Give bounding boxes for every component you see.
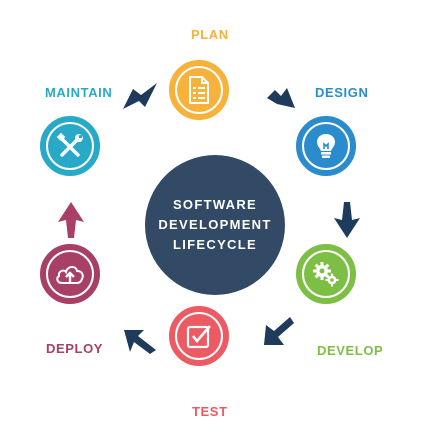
test-node <box>169 306 229 366</box>
center-title-line-1: SOFTWARE <box>172 197 258 212</box>
tools-icon <box>56 132 83 157</box>
center-title-circle: SOFTWARE DEVELOPMENT LIFECYCLE <box>145 155 285 295</box>
maintain-label: MAINTAIN <box>45 85 113 100</box>
deploy-inner-circle <box>48 252 92 296</box>
deploy-node <box>40 244 100 304</box>
design-label: DESIGN <box>315 85 369 100</box>
document-icon <box>189 76 209 104</box>
design-node <box>296 116 356 176</box>
design-inner-circle <box>304 124 348 168</box>
arrow-plan-to-design <box>267 88 295 108</box>
plan-label: PLAN <box>191 27 229 42</box>
test-label: TEST <box>192 404 228 419</box>
arrow-test-to-deploy <box>124 330 156 354</box>
deploy-label: DEPLOY <box>46 341 104 356</box>
center-title-line-2: DEVELOPMENT <box>158 217 272 232</box>
arrow-design-to-develop <box>334 202 360 238</box>
plan-node <box>169 60 229 120</box>
arrow-maintain-to-plan <box>123 83 157 109</box>
lightbulb-icon <box>317 134 335 158</box>
develop-node <box>296 244 356 304</box>
maintain-inner-circle <box>48 124 92 168</box>
develop-inner-circle <box>304 252 348 296</box>
arrow-develop-to-test <box>264 317 294 345</box>
plan-inner-circle <box>177 68 221 112</box>
develop-label: DEVELOP <box>317 343 384 358</box>
checkbox-icon <box>186 325 211 349</box>
test-inner-circle <box>177 314 221 358</box>
center-title-line-3: LIFECYCLE <box>173 237 257 252</box>
arrow-deploy-to-maintain <box>58 202 84 238</box>
cloud-upload-icon <box>56 266 84 284</box>
maintain-node <box>40 116 100 176</box>
gears-icon <box>313 262 339 287</box>
